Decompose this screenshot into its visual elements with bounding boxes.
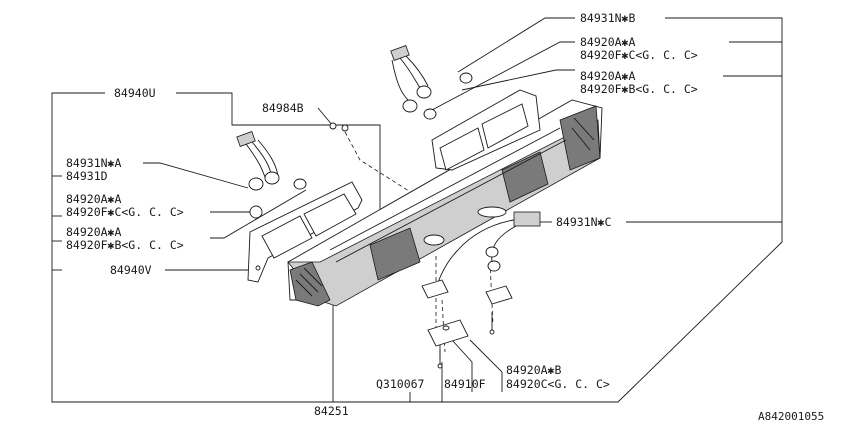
license-lamps [329,122,513,369]
leader-lines [51,17,783,403]
reflector-84940u [431,89,541,171]
label-84931n-b: 84931N✱B [580,11,635,25]
label-84251: 84251 [314,404,349,418]
part-labels: 84931N✱B 84920A✱A 84920F✱C<G. C. C> 8492… [66,11,824,423]
label-84920f-b-1: 84920F✱B<G. C. C> [580,82,698,96]
label-84920c: 84920C<G. C. C> [506,377,610,391]
label-84920f-b-2: 84920F✱B<G. C. C> [66,238,184,252]
label-q310067: Q310067 [376,377,425,391]
label-84920a-a-3: 84920A✱A [66,192,121,206]
label-84931d: 84931D [66,169,108,183]
label-84920a-a-1: 84920A✱A [580,35,635,49]
label-84931n-c: 84931N✱C [556,215,611,229]
reflector-84940v [247,181,363,283]
label-84984b: 84984B [262,101,304,115]
socket-harness-84931n-a [236,131,307,219]
diagram-id: A842001055 [758,410,824,423]
socket-harness-84931n-c [435,211,541,289]
label-84940u: 84940U [114,86,156,100]
label-84920a-a-2: 84920A✱A [580,69,635,83]
label-84920a-b: 84920A✱B [506,363,561,377]
lamp-housing-84251 [287,99,603,307]
label-84920f-c-1: 84920F✱C<G. C. C> [580,48,698,62]
label-84940v: 84940V [110,263,152,277]
label-84920f-c-2: 84920F✱C<G. C. C> [66,205,184,219]
socket-harness-84931n-b [390,45,473,120]
label-84931n-a: 84931N✱A [66,156,121,170]
label-84910f: 84910F [444,377,486,391]
label-84920a-a-4: 84920A✱A [66,225,121,239]
